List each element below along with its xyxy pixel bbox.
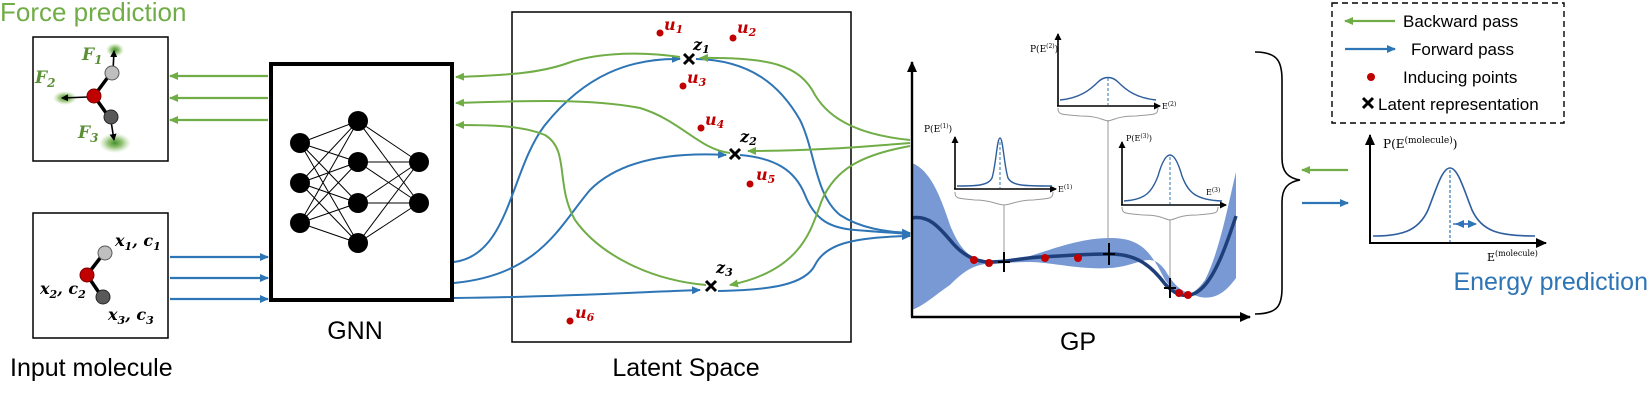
force-molecule (53, 43, 131, 153)
input-label-2: x2, c2 (39, 279, 86, 301)
gp-inducing-point (1041, 254, 1049, 262)
force-label-1: F1 (81, 45, 102, 67)
gp-latent-markers (998, 243, 1176, 298)
inducing-label-u6: u6 (575, 303, 595, 324)
latent-marker-z1 (682, 52, 696, 66)
gp-brace (1121, 206, 1219, 221)
forward-curve-z2 (453, 150, 727, 284)
force-label-2: F2 (34, 68, 55, 90)
inducing-point (746, 180, 754, 188)
latent-marker-z3 (704, 279, 718, 293)
summary-brace (1254, 51, 1301, 315)
force-glow-1 (106, 43, 124, 57)
gnn-title: GNN (327, 317, 383, 345)
inset-e1-ylabel: P(E(1)) (924, 123, 952, 135)
gp-brace (954, 191, 1054, 206)
gp-inducing-point (970, 256, 978, 264)
force-glow-3 (99, 133, 131, 153)
latent-marker-z2 (728, 147, 742, 161)
backward-curve-z2-gnn (455, 98, 731, 154)
legend-latent-swatch (1361, 96, 1375, 110)
input-label-3: x3, c3 (107, 305, 154, 327)
force-arrow-2 (61, 94, 89, 102)
inset-e2-xlabel: E(2) (1162, 101, 1176, 111)
inset-e3-ylabel: P(E(3)) (1126, 133, 1152, 143)
latent-space-title: Latent Space (612, 354, 759, 382)
force-label-3: F3 (77, 123, 98, 145)
backward-curve-z1-gnn (455, 52, 681, 81)
energy-prediction-title: Energy prediction (1453, 268, 1648, 296)
legend-box (1331, 2, 1565, 124)
inset-e1-xlabel: E(1) (1058, 184, 1072, 194)
gp-confidence-band (912, 163, 1236, 310)
input-molecule (79, 245, 113, 305)
inset-e2-ylabel: P(E(2)) (1030, 43, 1058, 55)
latent-space-box (511, 11, 852, 343)
forward-curve-z2-gp (739, 154, 911, 238)
inducing-points (566, 29, 754, 325)
inducing-point (566, 317, 574, 325)
legend-backward-label: Backward pass (1403, 12, 1518, 31)
atom-h (104, 65, 120, 81)
latent-label-z1: z1 (692, 35, 710, 56)
latent-markers (682, 52, 742, 293)
backward-curve-z2 (747, 142, 911, 155)
force-prediction-title: Force prediction (0, 0, 186, 27)
backward-curve-z3 (729, 145, 911, 288)
atom-h (97, 245, 113, 261)
input-molecule-box (32, 212, 169, 339)
gp-inducing-point (985, 259, 993, 267)
gp-mean-curve (911, 215, 1238, 298)
gp-inducing-point (1184, 291, 1192, 299)
backward-curve-z3-gnn (455, 121, 707, 286)
input-label-1: x1, c1 (114, 231, 161, 253)
inducing-point (729, 34, 737, 42)
forward-curve-z3 (453, 286, 701, 299)
inducing-label-u3: u3 (687, 68, 707, 89)
forward-curve-z1-gp (695, 58, 911, 237)
gnn-edges (299, 120, 420, 244)
gp-brace (1057, 107, 1159, 122)
forward-curve-z3-gp (717, 232, 911, 292)
inset-mol-ylabel: P(E(molecule)) (1383, 135, 1457, 151)
inset-mol-xlabel: E(molecule) (1487, 249, 1538, 264)
inset-molecule-energy: P(E(molecule)) E(molecule) (1365, 134, 1547, 264)
inducing-point (697, 124, 705, 132)
inducing-label-u4: u4 (705, 110, 724, 131)
gnn-nodes (290, 111, 429, 253)
inducing-label-u2: u2 (737, 18, 757, 39)
forward-curve-z1 (453, 54, 681, 263)
inducing-labels: u1 u2 u3 u4 u5 u6 (575, 15, 775, 324)
gp-plot (907, 61, 1251, 322)
inset-e1: P(E(1)) E(1) (924, 123, 1072, 194)
inset-e3-xlabel: E(3) (1206, 187, 1220, 197)
inducing-label-u5: u5 (756, 165, 775, 186)
legend-inducing-label: Inducing points (1403, 68, 1517, 87)
legend-forward-label: Forward pass (1411, 40, 1514, 59)
gp-title: GP (1060, 328, 1096, 356)
gp-inducing-point (1175, 289, 1183, 297)
gp-inducing-point (1074, 254, 1082, 262)
inset-e2: P(E(2)) E(2) (1030, 33, 1176, 111)
inset-e3: P(E(3)) E(3) (1118, 133, 1227, 209)
atom-c (103, 109, 119, 125)
atom-o (86, 88, 102, 104)
inducing-point (656, 29, 664, 37)
inducing-point (679, 82, 687, 90)
forward-curves (453, 54, 911, 299)
latent-label-z3: z3 (715, 258, 733, 279)
latent-labels: z1 z2 z3 (692, 35, 757, 279)
atom-c (95, 289, 111, 305)
backward-curve-z1 (699, 53, 911, 141)
legend-latent-label: Latent representation (1378, 95, 1539, 114)
latent-label-z2: z2 (739, 127, 757, 148)
backward-curves (455, 52, 911, 288)
inducing-label-u1: u1 (664, 15, 683, 36)
atom-o (79, 267, 95, 283)
legend-inducing-swatch (1367, 73, 1375, 81)
input-molecule-title: Input molecule (10, 354, 173, 382)
